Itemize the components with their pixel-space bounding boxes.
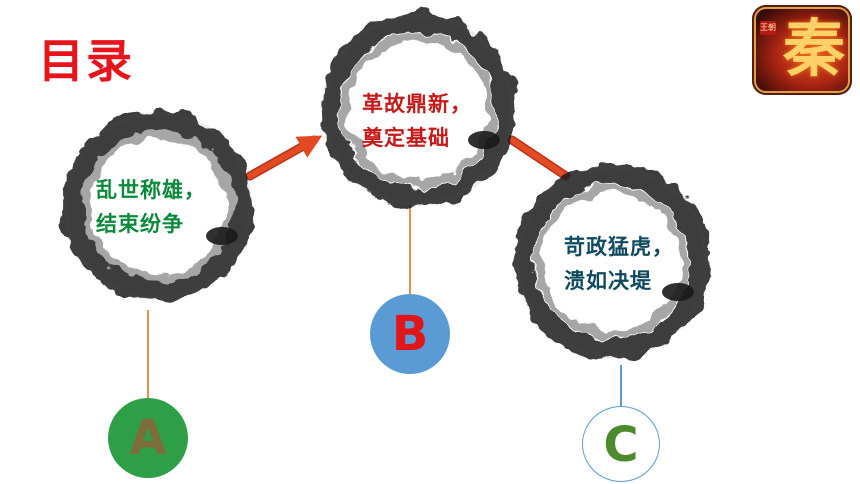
node-c-line2: 溃如决堤 — [564, 268, 652, 293]
arrow-a-to-b — [245, 135, 323, 181]
node-c-text: 苛政猛虎， 溃如决堤 — [564, 230, 674, 298]
ink-circle-c — [514, 164, 710, 360]
logo-glyph: 秦 — [782, 12, 845, 85]
badge-b[interactable]: B — [370, 294, 450, 374]
node-b-text: 革故鼎新， 奠定基础 — [362, 87, 472, 155]
ink-circle-a — [62, 110, 254, 302]
page-title: 目录 — [38, 34, 134, 88]
badge-a[interactable]: A — [108, 398, 188, 478]
qin-dynasty-logo: 王朝 秦 — [752, 5, 852, 95]
node-b-line1: 革故鼎新， — [362, 91, 472, 116]
badge-c[interactable]: C — [582, 406, 660, 482]
node-a-text: 乱世称雄， 结束纷争 — [96, 173, 206, 241]
node-a-line2: 结束纷争 — [96, 211, 184, 236]
node-c-line1: 苛政猛虎， — [564, 234, 674, 259]
logo-stamp: 王朝 — [760, 21, 776, 35]
arrow-b-to-c — [507, 135, 571, 181]
ink-circle-b — [320, 12, 516, 208]
node-b-line2: 奠定基础 — [362, 125, 450, 150]
node-a-line1: 乱世称雄， — [96, 177, 206, 202]
